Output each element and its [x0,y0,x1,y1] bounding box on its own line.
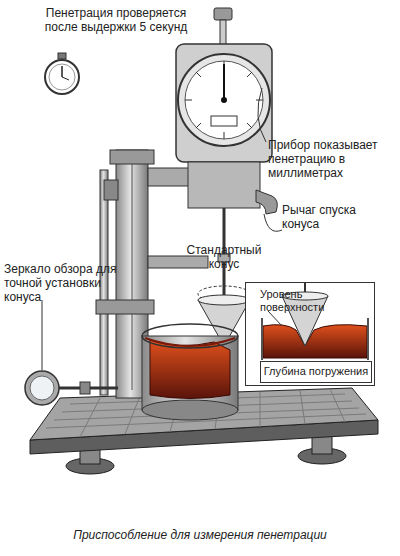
callout-label: Рычаг спуска конуса [282,203,377,231]
leader-lines [42,88,282,370]
node-text: Уровень поверхности [260,288,320,314]
inset-detail [245,282,375,386]
callout-label: Прибор показывает пенетрацию в миллиметр… [268,138,393,180]
base-plate [30,388,378,474]
inset-frame: Уровень поверхностиГлубина погружения [245,282,375,386]
figure-caption: Приспособление для измерения пенетрации [0,528,400,542]
callout-label: Стандартный конус [186,243,262,271]
dial-gauge [176,8,277,214]
depth-box: Глубина погружения [260,361,372,383]
stopwatch [45,53,79,94]
mirror [25,371,118,405]
sample-cup [142,324,238,420]
callout-label: Пенетрация проверяется после выдержки 5 … [28,6,204,34]
node-text: Глубина погружения [261,365,371,378]
callout-label: Зеркало обзора для точной установки кону… [4,262,132,304]
